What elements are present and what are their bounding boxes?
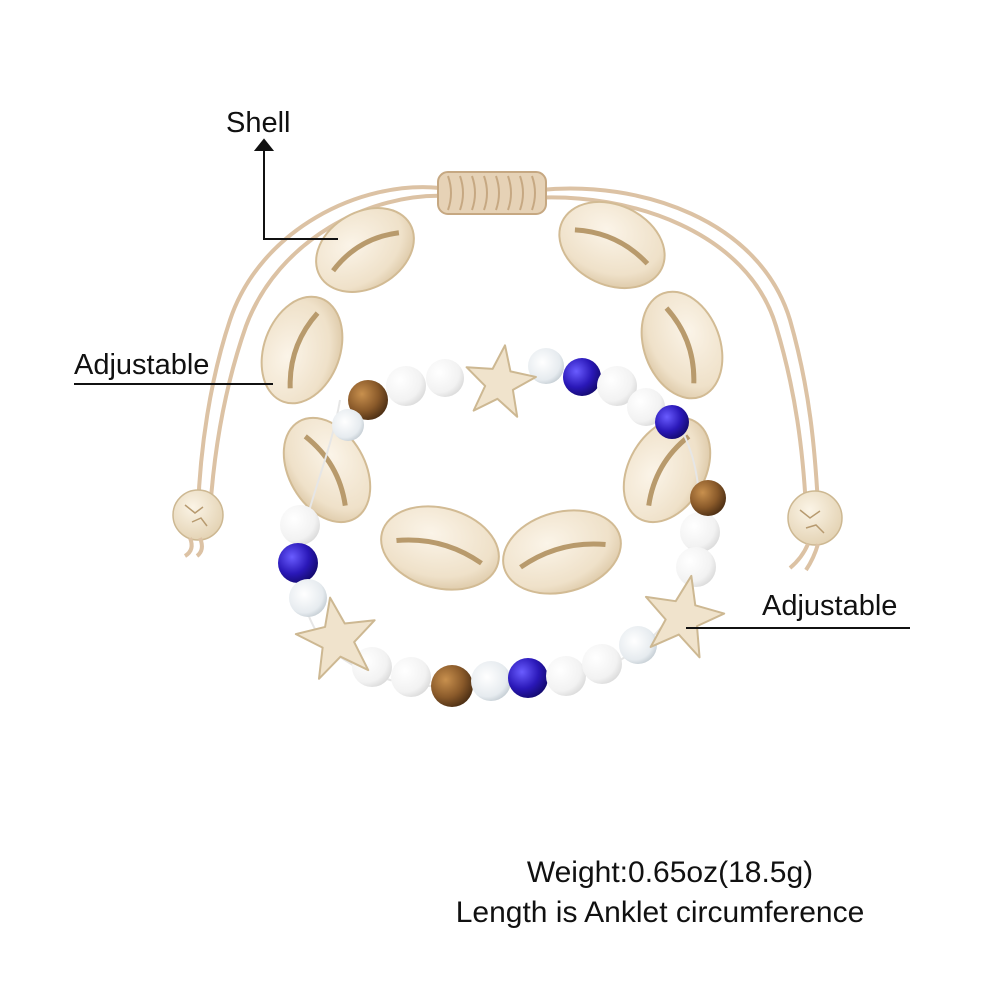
tigers-eye-bead — [690, 480, 726, 516]
white-bead — [391, 657, 431, 697]
white-bead — [627, 388, 665, 426]
cowrie-shells — [260, 200, 724, 595]
clear-bead — [619, 626, 657, 664]
adjustable-label-left: Adjustable — [74, 349, 210, 381]
blue-bead — [655, 405, 689, 439]
white-bead — [680, 512, 720, 552]
starfish-left — [294, 596, 376, 680]
clear-bead — [528, 348, 564, 384]
blue-bead — [508, 658, 548, 698]
cord-end-bead-right — [787, 490, 843, 572]
blue-bead — [563, 358, 601, 396]
white-bead — [582, 644, 622, 684]
shell-label: Shell — [226, 107, 291, 139]
shell-pointer-line — [263, 148, 338, 240]
clear-bead — [471, 661, 511, 701]
blue-bead — [278, 543, 318, 583]
white-bead — [546, 656, 586, 696]
clear-bead — [289, 579, 327, 617]
adjustable-label-right: Adjustable — [762, 590, 898, 622]
white-bead — [386, 366, 426, 406]
starfish-top — [465, 344, 537, 418]
beaded-anklet — [278, 348, 726, 707]
tigers-eye-bead — [431, 665, 473, 707]
clear-bead — [332, 409, 364, 441]
arrow-up-icon — [253, 138, 275, 151]
cord-end-bead-left — [172, 489, 224, 558]
white-bead — [280, 505, 320, 545]
weight-caption: Weight:0.65oz(18.5g) — [526, 856, 814, 889]
starfish-right — [644, 574, 726, 659]
length-caption: Length is Anklet circumference — [455, 896, 865, 929]
white-bead — [426, 359, 464, 397]
tigers-eye-bead — [348, 380, 388, 420]
annotation-lines — [74, 138, 910, 629]
starfish-charms — [294, 344, 726, 680]
white-bead — [676, 547, 716, 587]
braided-slide-knot — [437, 171, 547, 215]
white-bead — [597, 366, 637, 406]
